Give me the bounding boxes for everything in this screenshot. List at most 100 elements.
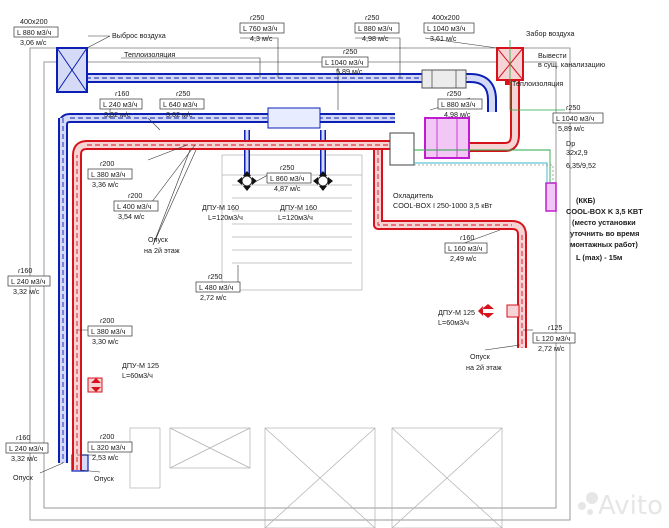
label-dpu160-b-flow: L=120м3/ч (278, 213, 313, 222)
svg-text:3,32 м/с: 3,32 м/с (104, 110, 131, 119)
svg-text:L 1040 м3/ч: L 1040 м3/ч (325, 58, 364, 67)
label-kkb: (ККБ) COOL-BOX K 3,5 KBT (место установк… (566, 196, 643, 262)
svg-text:4,98 м/с: 4,98 м/с (362, 34, 389, 43)
service-lines (414, 40, 565, 183)
label-opusk-b: Опуск (94, 474, 115, 483)
label-vyvesti-2: в сущ. канализацию (538, 60, 606, 69)
svg-text:(ККБ): (ККБ) (576, 196, 596, 205)
svg-text:5,89 м/с: 5,89 м/с (558, 124, 585, 133)
label-d250-f: ɾ250 L 480 м3/ч 2,72 м/с (195, 272, 241, 302)
label-d250-e: ɾ250 L 860 м3/ч 4,87 м/с (266, 163, 312, 193)
svg-text:L 240 м3/ч: L 240 м3/ч (11, 277, 46, 286)
svg-text:ɾ160: ɾ160 (18, 266, 32, 275)
svg-text:L 640 м3/ч: L 640 м3/ч (163, 100, 198, 109)
svg-text:3,62 м/с: 3,62 м/с (166, 110, 193, 119)
svg-text:ɾ160: ɾ160 (16, 433, 30, 442)
label-dp-value: 32x2,9 (566, 148, 588, 157)
svg-text:ɾ250: ɾ250 (250, 13, 264, 22)
label-d160-b: ɾ160 L 160 м3/ч 2,49 м/с (444, 233, 488, 263)
svg-text:L 160 м3/ч: L 160 м3/ч (448, 244, 483, 253)
svg-text:ɾ200: ɾ200 (128, 191, 142, 200)
label-dpu160-a: ДПУ-М 160 (202, 203, 239, 212)
svg-text:L (max) - 15м: L (max) - 15м (576, 253, 622, 262)
svg-text:4,3 м/с: 4,3 м/с (250, 34, 273, 43)
svg-text:3,30 м/с: 3,30 м/с (92, 337, 119, 346)
svg-text:L 120 м3/ч: L 120 м3/ч (536, 334, 571, 343)
svg-text:ɾ250: ɾ250 (365, 13, 379, 22)
svg-text:уточнить во время: уточнить во время (570, 229, 639, 238)
svg-text:400x200: 400x200 (432, 13, 460, 22)
label-dpu160-a-flow: L=120м3/ч (208, 213, 243, 222)
label-teploiz-2: Теплоизоляция (512, 79, 563, 88)
label-opusk-a: Опуск (13, 473, 34, 482)
svg-text:2,72 м/с: 2,72 м/с (538, 344, 565, 353)
svg-text:L 860 м3/ч: L 860 м3/ч (270, 174, 305, 183)
label-opusk2-l-1: Опуск (148, 235, 169, 244)
label-teploiz-1: Теплоизоляция (124, 50, 175, 59)
label-opusk2-l-2: на 2й этаж (144, 246, 180, 255)
label-opusk2-r-2: на 2й этаж (466, 363, 502, 372)
label-ohladitel-1: Охладитель (393, 191, 434, 200)
svg-text:2,72 м/с: 2,72 м/с (200, 293, 227, 302)
svg-text:ɾ125: ɾ125 (548, 323, 562, 332)
svg-text:L 880 м3/ч: L 880 м3/ч (17, 28, 52, 37)
exhaust-duct (56, 47, 497, 472)
svg-text:монтажных работ): монтажных работ) (570, 240, 638, 249)
label-d250-top2: ɾ250 L 880 м3/ч 4,98 м/с (354, 13, 400, 43)
svg-text:2,53 м/с: 2,53 м/с (92, 453, 119, 462)
label-dpu125-r-flow: L=60м3/ч (438, 318, 469, 327)
svg-text:COOL-BOX K 3,5 KBT: COOL-BOX K 3,5 KBT (566, 207, 643, 216)
svg-text:ɾ250: ɾ250 (447, 89, 461, 98)
label-d160-c: ɾ160 L 240 м3/ч 3,32 м/с (7, 266, 51, 296)
svg-text:L 880 м3/ч: L 880 м3/ч (441, 100, 476, 109)
svg-text:L 240 м3/ч: L 240 м3/ч (9, 444, 44, 453)
label-d160-a: ɾ160 L 240 м3/ч 3,32 м/с (99, 89, 143, 119)
label-d250-mid: ɾ250 L 1040 м3/ч 5,89 м/с (321, 47, 369, 76)
svg-text:ɾ250: ɾ250 (208, 272, 222, 281)
svg-text:3,36 м/с: 3,36 м/с (92, 180, 119, 189)
label-dpu160-b: ДПУ-М 160 (280, 203, 317, 212)
label-d160-d: ɾ160 L 240 м3/ч 3,32 м/с (5, 433, 49, 463)
label-d250-d: ɾ250 L 1040 м3/ч 5,89 м/с (552, 103, 604, 133)
svg-text:L 760 м3/ч: L 760 м3/ч (243, 24, 278, 33)
label-d125-r: ɾ125 L 120 м3/ч 2,72 м/с (532, 323, 576, 353)
svg-text:(место установки: (место установки (572, 218, 636, 227)
watermark-text: Avito (598, 491, 663, 521)
svg-text:3,54 м/с: 3,54 м/с (118, 212, 145, 221)
svg-text:ɾ250: ɾ250 (280, 163, 294, 172)
svg-text:L 1040 м3/ч: L 1040 м3/ч (556, 114, 595, 123)
watermark: Avito (578, 491, 663, 521)
svg-text:ɾ200: ɾ200 (100, 432, 114, 441)
label-d250-top: ɾ250 L 760 м3/ч 4,3 м/с (239, 13, 285, 43)
label-d200-b: ɾ200 L 400 м3/ч 3,54 м/с (113, 191, 159, 221)
svg-text:L 400 м3/ч: L 400 м3/ч (117, 202, 152, 211)
label-dpu125-r: ДПУ-М 125 (438, 308, 475, 317)
svg-text:ɾ250: ɾ250 (343, 47, 357, 56)
svg-text:ɾ200: ɾ200 (100, 316, 114, 325)
svg-text:4,87 м/с: 4,87 м/с (274, 184, 301, 193)
svg-text:ɾ160: ɾ160 (115, 89, 129, 98)
label-dpu125-l-flow: L=60м3/ч (122, 371, 153, 380)
label-vyvesti-1: Вывести (538, 51, 567, 60)
supply-duct (72, 47, 527, 470)
stairs (232, 184, 352, 264)
svg-text:L 480 м3/ч: L 480 м3/ч (199, 283, 234, 292)
label-vybros: Выброс воздуха (112, 31, 166, 40)
label-zabor: Забор воздуха (526, 29, 575, 38)
recuperator-unit (389, 117, 557, 212)
svg-text:L 240 м3/ч: L 240 м3/ч (103, 100, 138, 109)
svg-text:3,61 м/с: 3,61 м/с (430, 34, 457, 43)
label-dim-tr: 400x200 L 1040 м3/ч 3,61 м/с (423, 13, 475, 43)
svg-text:400x200: 400x200 (20, 17, 48, 26)
label-d250-b: ɾ250 L 640 м3/ч 3,62 м/с (159, 89, 205, 119)
label-d200-a: ɾ200 L 380 м3/ч 3,36 м/с (87, 159, 133, 189)
label-dp: Dp (566, 139, 575, 148)
svg-text:ɾ250: ɾ250 (566, 103, 580, 112)
label-opusk2-r-1: Опуск (470, 352, 491, 361)
svg-text:L 320 м3/ч: L 320 м3/ч (91, 443, 126, 452)
svg-text:2,49 м/с: 2,49 м/с (450, 254, 477, 263)
svg-text:L 880 м3/ч: L 880 м3/ч (358, 24, 393, 33)
svg-text:L 380 м3/ч: L 380 м3/ч (91, 327, 126, 336)
svg-text:4,98 м/с: 4,98 м/с (444, 110, 471, 119)
label-dpu125-l: ДПУ-М 125 (122, 361, 159, 370)
